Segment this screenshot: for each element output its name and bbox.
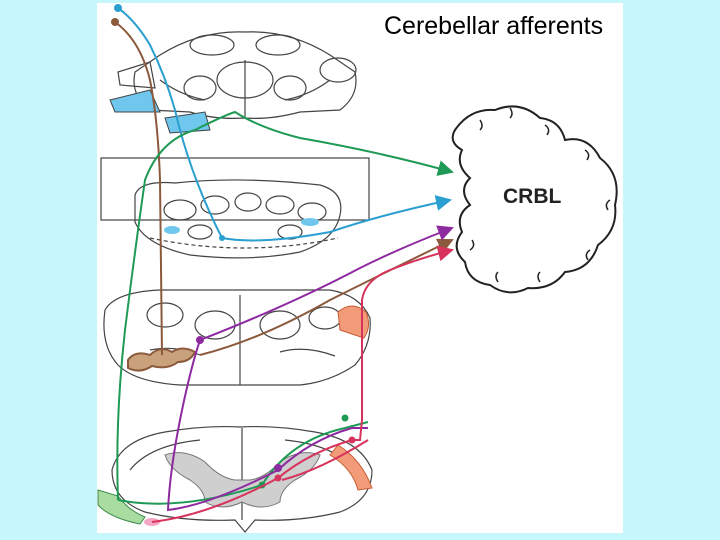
blue-relay-dot: [219, 235, 225, 241]
cerebellum: CRBL: [451, 105, 618, 294]
crbl-label: CRBL: [503, 185, 561, 208]
midbrain-section: [117, 31, 357, 119]
pons-blue-nucleus-2: [301, 218, 319, 226]
slide-title: Cerebellar afferents: [384, 12, 604, 40]
purple-spinal-line: [166, 339, 368, 512]
spinal-salmon-tract: [329, 444, 373, 491]
green-afferent-line: [116, 110, 454, 501]
purple-spinal-dot: [274, 464, 282, 472]
brown-afferent-line: [114, 21, 452, 356]
blue-afferent-line: [117, 7, 452, 242]
green-dot-1: [341, 414, 349, 422]
pink-dot-1: [348, 436, 356, 444]
brown-origin-dot: [111, 18, 119, 26]
midbrain-blue-region: [109, 89, 161, 113]
pink-dot-2: [274, 474, 282, 482]
purple-afferent-line: [199, 225, 454, 341]
medulla-salmon-region: [337, 305, 370, 339]
pink-afferent-line: [352, 245, 454, 441]
spinal-cord-section: [111, 425, 373, 533]
inferior-olive-brown: [127, 347, 197, 372]
purple-relay-dot: [196, 336, 204, 344]
pons-blue-nucleus: [164, 226, 180, 234]
blue-origin-dot: [114, 4, 122, 12]
spinal-green-tract: [97, 489, 146, 525]
midbrain-blue-region-2: [164, 111, 211, 134]
